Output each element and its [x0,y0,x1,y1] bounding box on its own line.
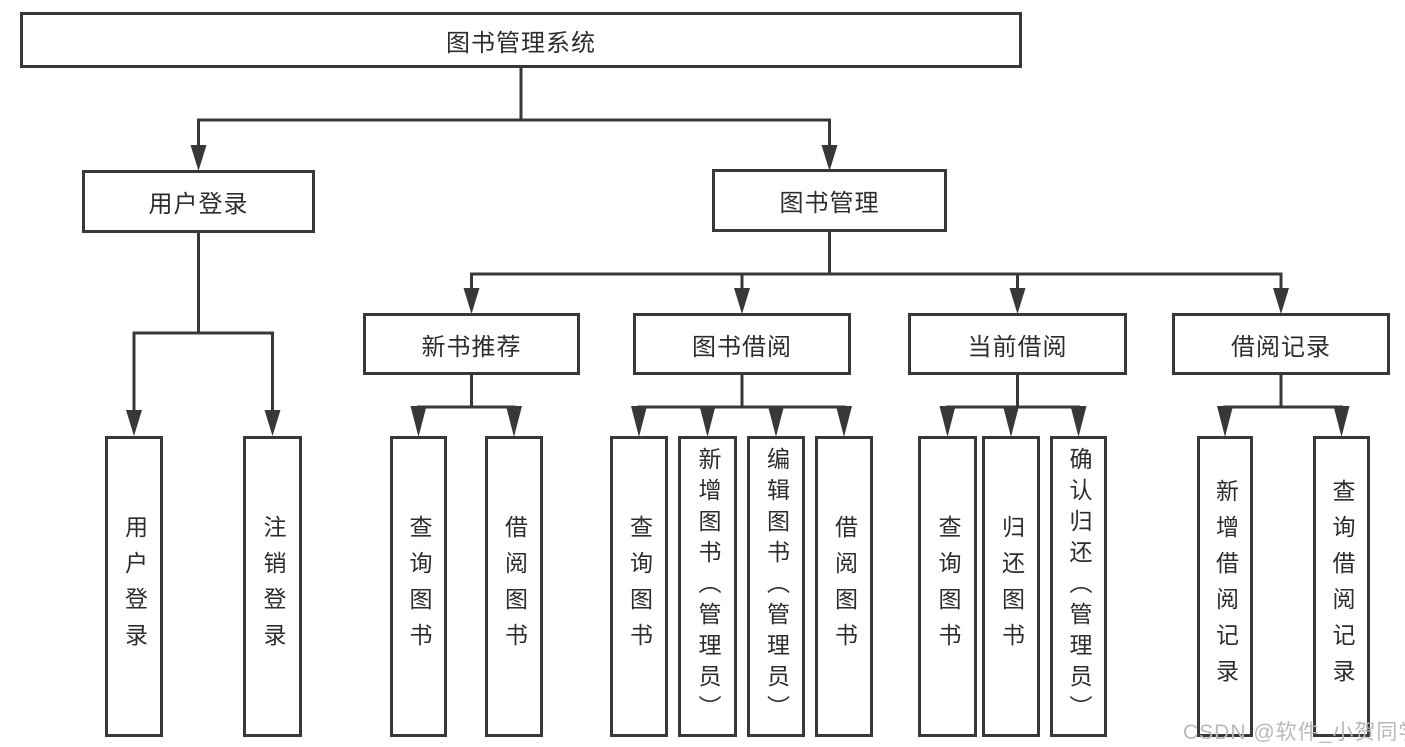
leaf-confirm-return-admin: 确认归还（管理员） [1050,436,1107,737]
node-current-borrowing: 当前借阅 [908,313,1127,375]
node-user-login: 用户登录 [82,170,315,233]
leaf-edit-book-admin: 编辑图书（管理员） [747,436,805,737]
leaf-add-borrow-record: 新增借阅记录 [1197,436,1253,737]
connector-book-borrowing-children [631,373,852,437]
connector-new-book-recommend-children [410,373,522,437]
leaf-return-books: 归还图书 [982,436,1040,737]
connector-current-borrowing-children [939,373,1087,437]
leaf-query-books-borrowing: 查询图书 [610,436,668,737]
leaf-borrow-books-borrowing: 借阅图书 [815,436,873,737]
node-library-management-system: 图书管理系统 [20,12,1022,68]
leaf-query-books-current: 查询图书 [918,436,977,737]
watermark: CSDN @软件_小贺同学 [1183,721,1405,744]
connector-borrowing-records-children [1217,373,1350,437]
leaf-add-book-admin: 新增图书（管理员） [678,436,737,737]
connector-root-to-level1 [190,66,838,171]
leaf-query-borrow-record: 查询借阅记录 [1313,436,1370,737]
leaf-logout-login: 注销登录 [243,436,302,737]
connector-book-management-children [463,230,1289,314]
leaf-query-books-recommend: 查询图书 [390,436,447,737]
node-book-borrowing: 图书借阅 [633,313,851,375]
leaf-user-login: 用户登录 [105,436,163,737]
leaf-borrow-books-recommend: 借阅图书 [485,436,543,737]
node-book-management: 图书管理 [712,169,947,232]
node-new-book-recommend: 新书推荐 [363,313,580,375]
node-borrowing-records: 借阅记录 [1172,313,1390,375]
connector-user-login-children [126,231,281,436]
